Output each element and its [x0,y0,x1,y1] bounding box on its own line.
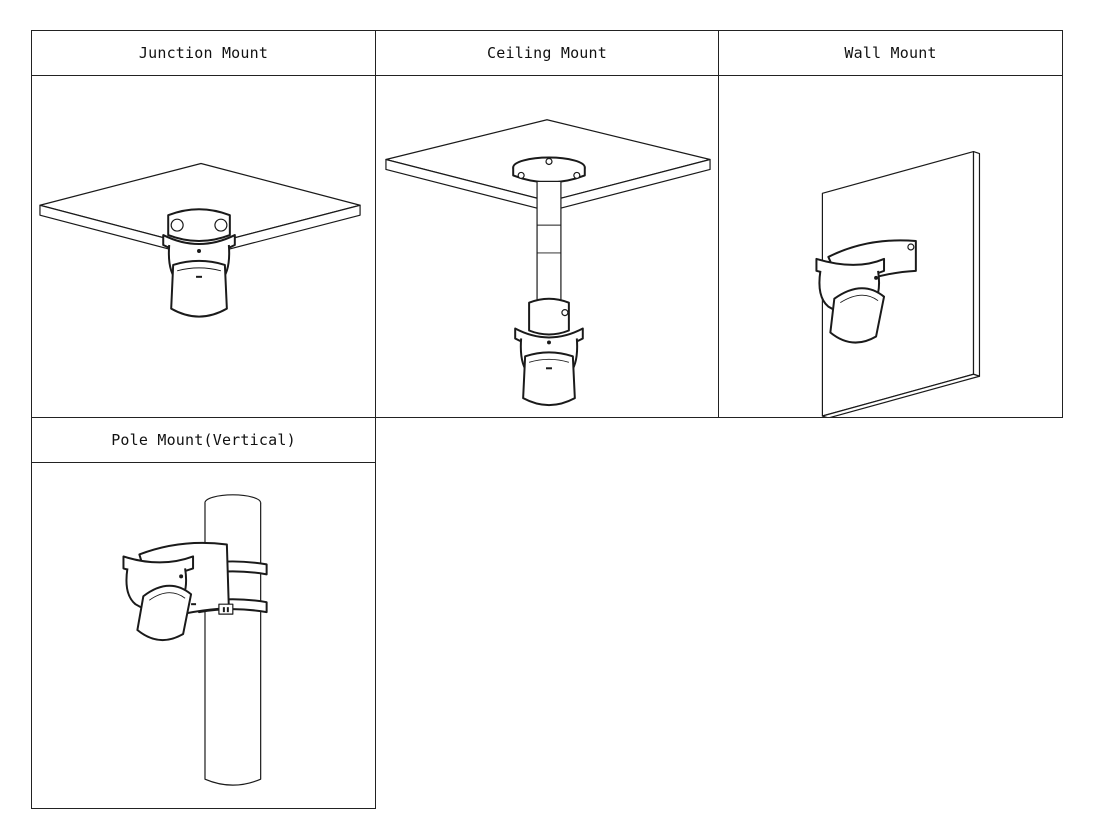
junction-mount-icon [32,76,375,417]
wall-mount-icon [719,76,1062,417]
pole-mount-icon [32,463,375,808]
mount-cell-ceiling: Ceiling Mount [375,30,719,418]
mount-cell-junction: Junction Mount [31,30,376,418]
mount-title-pole: Pole Mount(Vertical) [32,418,375,463]
mount-title-wall: Wall Mount [719,31,1062,76]
mount-cell-wall: Wall Mount [718,30,1063,418]
mount-title-junction: Junction Mount [32,31,375,76]
mount-title-ceiling: Ceiling Mount [376,31,718,76]
ceiling-mount-icon [376,76,718,417]
mount-cell-pole: Pole Mount(Vertical) [31,417,376,809]
